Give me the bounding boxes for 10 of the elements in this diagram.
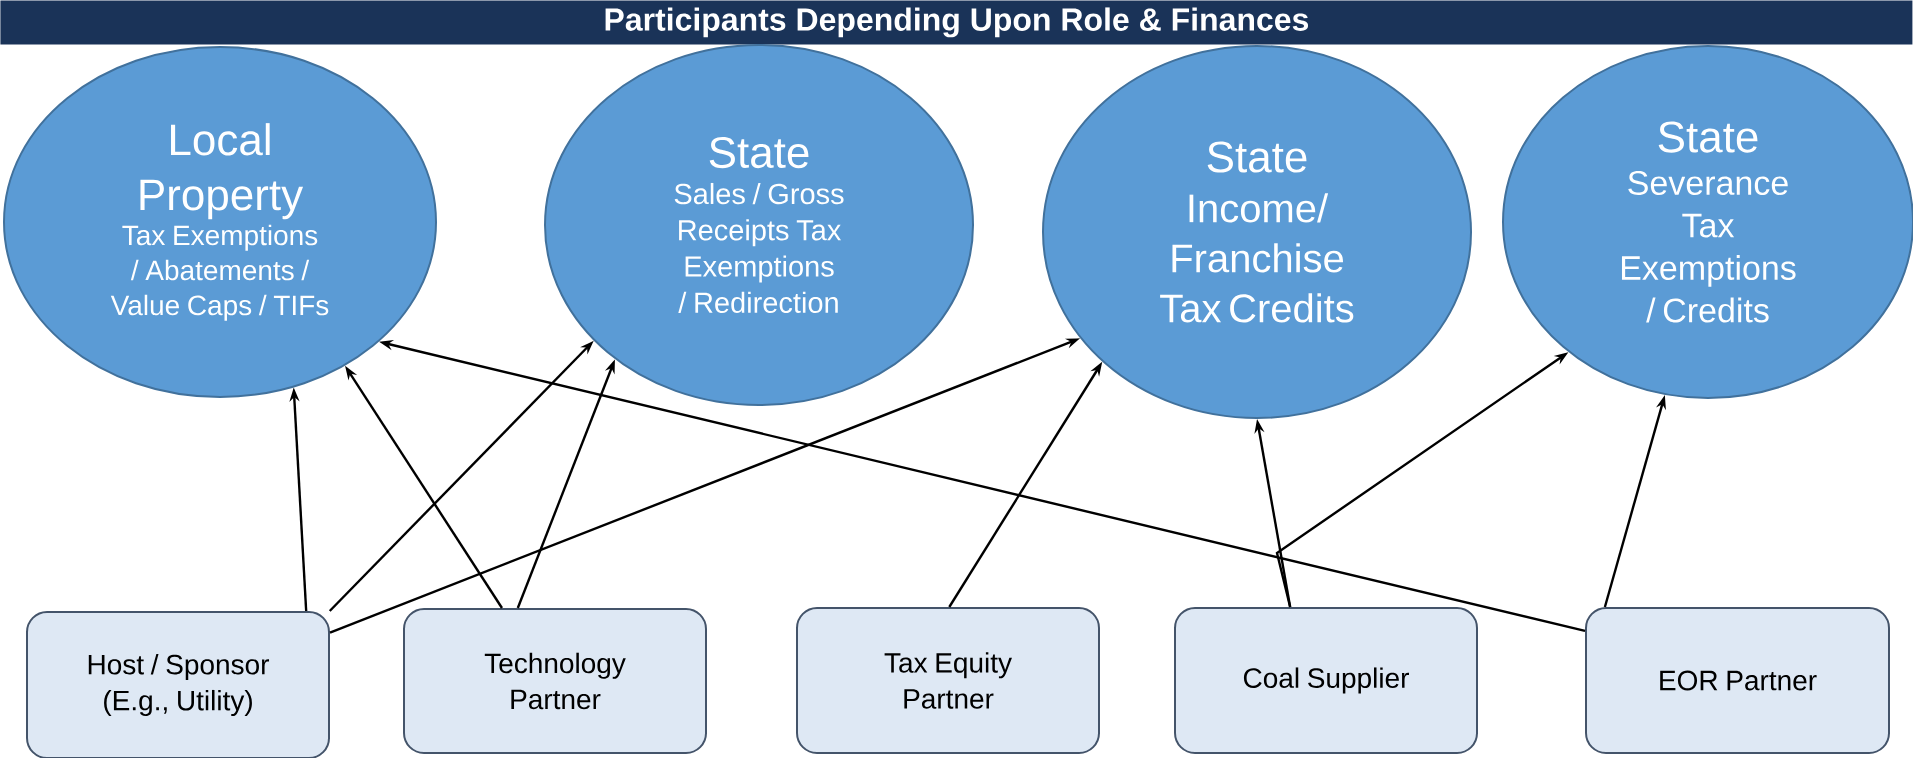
oval: State Income/ Franchise Tax Credits (1042, 45, 1472, 419)
rounded-box: Technology Partner (403, 608, 707, 754)
oval: State Sales / Gross Receipts Tax Exemptions / Redirection (544, 44, 974, 406)
rounded-box: Coal Supplier (1174, 607, 1478, 754)
rounded-box: Tax Equity Partner (796, 607, 1100, 754)
rounded-box: EOR Partner (1585, 607, 1890, 754)
oval: State Severance Tax Exemptions / Credits (1502, 45, 1913, 399)
oval: Local Property Tax Exemptions / Abatements / Value Caps / TIFs (3, 46, 437, 398)
rounded-box: Host / Sponsor (E.g., Utility) (26, 611, 330, 758)
title-banner: Participants Depending Upon Role & Finances (0, 0, 1913, 45)
